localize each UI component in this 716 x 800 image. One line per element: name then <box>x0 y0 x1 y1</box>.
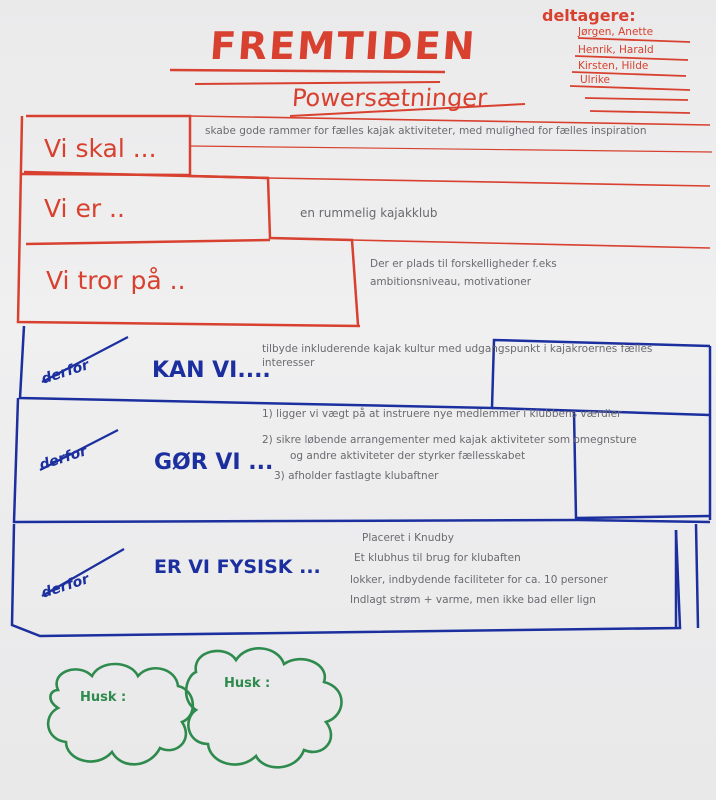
reminder-cloud-label: Husk : <box>80 690 127 705</box>
row-text-kan-vi: tilbyde inkluderende kajak kultur med ud… <box>262 343 653 369</box>
row-text-goer-vi-line: 1) ligger vi vægt på at instruere nye me… <box>262 408 622 420</box>
participants-heading: deltagere: <box>542 6 636 25</box>
page-title: FREMTIDEN <box>208 24 478 68</box>
participant-name: Jørgen, Anette <box>578 26 654 38</box>
participant-name: Kirsten, Hilde <box>578 60 649 72</box>
row-label-goer-vi: GØR VI ... <box>154 450 274 475</box>
row-text-er-vi-fysisk-line: Et klubhus til brug for klubaften <box>354 552 521 564</box>
row-label-vi-er: Vi er .. <box>44 194 125 223</box>
row-label-vi-skal: Vi skal ... <box>44 134 157 163</box>
row-text-goer-vi-line: 2) sikre løbende arrangementer med kajak… <box>262 434 637 446</box>
row-text-vi-tror-paa-line: ambitionsniveau, motivationer <box>370 276 532 288</box>
row-label-kan-vi: KAN VI.... <box>152 358 271 383</box>
participant-name: Ulrike <box>580 74 611 86</box>
row-label-vi-tror-paa: Vi tror på .. <box>46 266 186 295</box>
row-text-vi-skal: skabe gode rammer for fælles kajak aktiv… <box>205 125 647 137</box>
page-subtitle: Powersætninger <box>291 84 488 112</box>
row-text-er-vi-fysisk-line: Placeret i Knudby <box>362 532 454 544</box>
reminder-cloud-label: Husk : <box>224 676 271 691</box>
row-text-er-vi-fysisk-line: Indlagt strøm + varme, men ikke bad elle… <box>350 594 596 606</box>
row-text-er-vi-fysisk-line: lokker, indbydende faciliteter for ca. 1… <box>350 574 608 586</box>
row-text-vi-tror-paa-line: Der er plads til forskelligheder f.eks <box>370 258 557 270</box>
row-text-goer-vi-line: 3) afholder fastlagte klubaftner <box>274 470 439 482</box>
row-text-goer-vi-line: og andre aktiviteter der styrker fælless… <box>290 450 526 462</box>
row-text-vi-er: en rummelig kajakklub <box>300 206 438 220</box>
row-label-er-vi-fysisk: ER VI FYSISK ... <box>154 556 321 578</box>
participant-name: Henrik, Harald <box>578 44 654 56</box>
